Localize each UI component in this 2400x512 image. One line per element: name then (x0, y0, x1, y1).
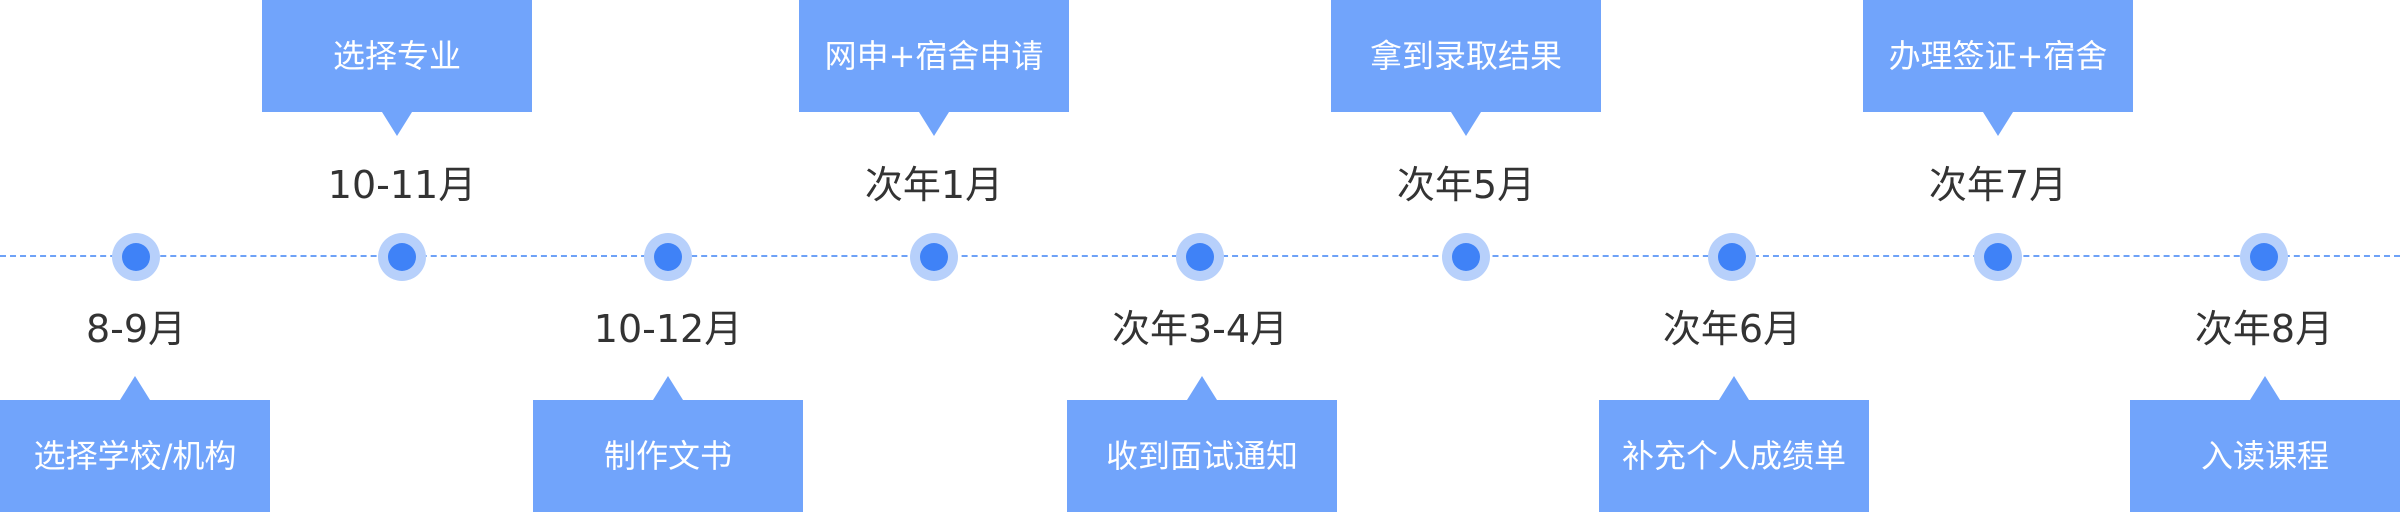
milestone-3-task: 制作文书 (533, 376, 803, 512)
milestone-7-date: 次年6月 (1662, 307, 1802, 351)
milestone-4-date: 次年1月 (864, 163, 1004, 207)
milestone-8-date: 次年7月 (1928, 163, 2068, 207)
milestone-5-date: 次年3-4月 (1111, 307, 1289, 351)
timeline-node-4 (910, 233, 958, 281)
milestone-2-task: 选择专业 (262, 0, 532, 136)
milestone-4-task: 网申+宿舍申请 (799, 0, 1069, 136)
milestone-8-task: 办理签证+宿舍 (1863, 0, 2133, 136)
timeline-node-2 (378, 233, 426, 281)
milestone-9-task: 入读课程 (2130, 376, 2400, 512)
timeline-node-3 (644, 233, 692, 281)
milestone-1-task: 选择学校/机构 (0, 376, 270, 512)
milestone-6-task: 拿到录取结果 (1331, 0, 1601, 136)
milestone-2-date: 10-11月 (327, 163, 477, 207)
milestone-9-date: 次年8月 (2194, 307, 2334, 351)
timeline-node-1 (112, 233, 160, 281)
timeline-node-6 (1442, 233, 1490, 281)
milestone-7-task: 补充个人成绩单 (1599, 376, 1869, 512)
milestone-1-date: 8-9月 (85, 307, 187, 351)
timeline-node-9 (2240, 233, 2288, 281)
milestone-3-date: 10-12月 (593, 307, 743, 351)
milestone-6-date: 次年5月 (1396, 163, 1536, 207)
timeline-node-5 (1176, 233, 1224, 281)
timeline-node-7 (1708, 233, 1756, 281)
milestone-5-task: 收到面试通知 (1067, 376, 1337, 512)
timeline-node-8 (1974, 233, 2022, 281)
